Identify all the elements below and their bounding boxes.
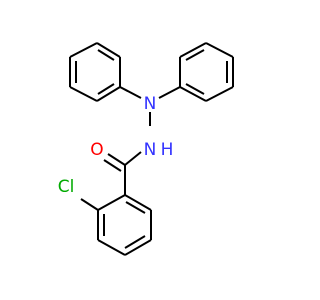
- chlorine-bond: [80, 198, 99, 211]
- amide-hydrogen-label: H: [161, 140, 174, 160]
- amine-nitrogen-label: N: [144, 94, 157, 114]
- oxygen-label: O: [90, 140, 103, 160]
- molecule-canvas: N N H O Cl: [57, 42, 234, 256]
- left-phenyl-ring: [69, 42, 121, 102]
- chlorine-label: Cl: [58, 177, 75, 197]
- carbonyl-bond: [103, 153, 126, 172]
- structure-diagram: N N H O Cl: [58, 42, 234, 256]
- right-phenyl-ring: [179, 42, 234, 102]
- chlorophenyl-ring: [97, 165, 152, 256]
- amide-nitrogen-label: N: [144, 140, 157, 160]
- amine-bonds: [119, 86, 181, 166]
